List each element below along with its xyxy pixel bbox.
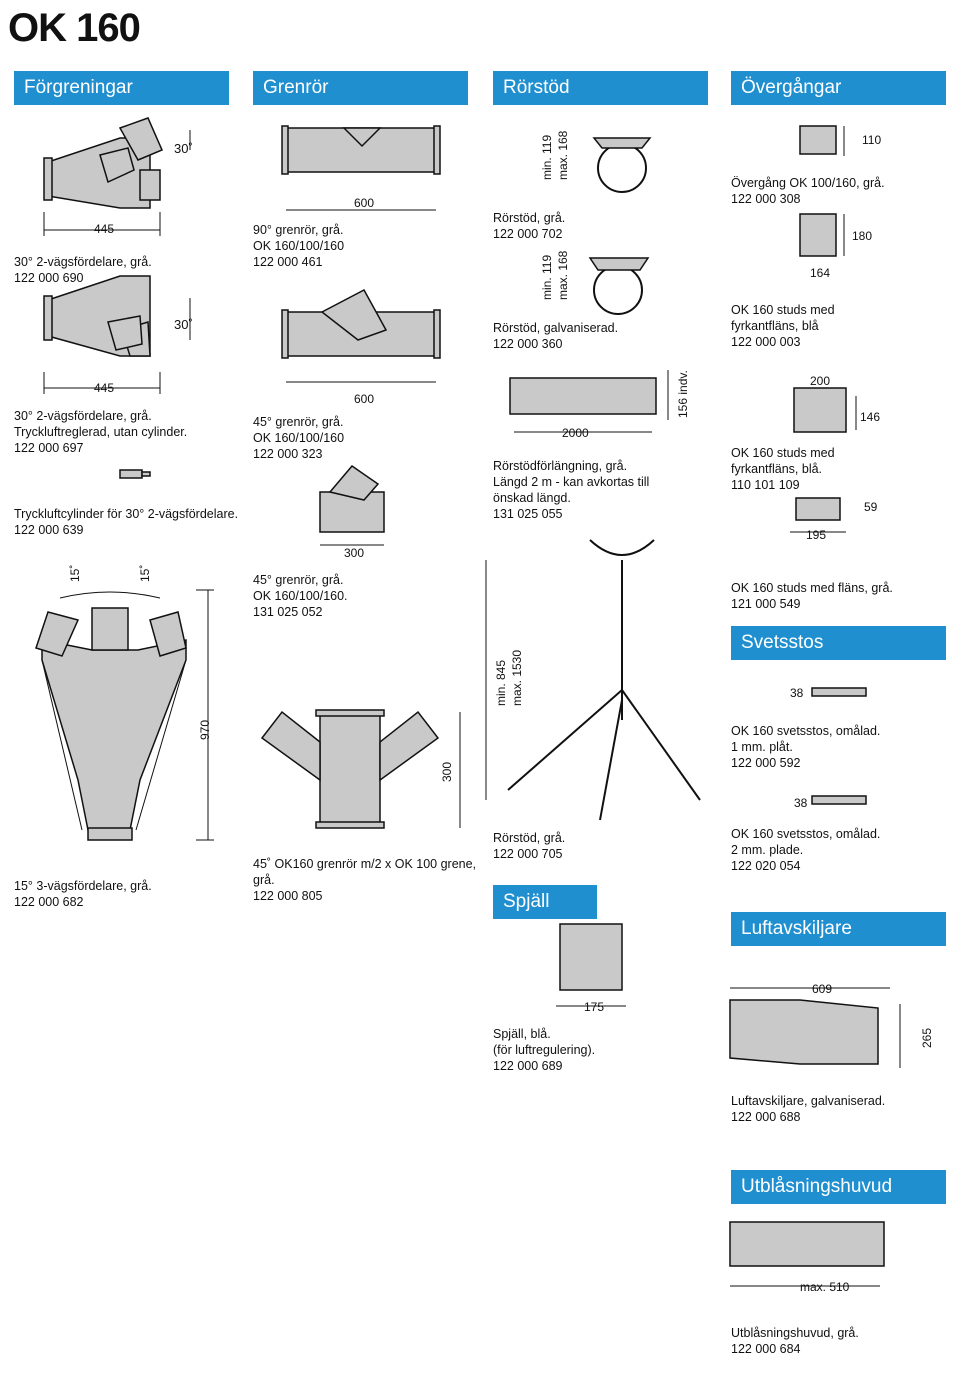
caption-weld-stub-2: OK 160 svetsstos, omålad. 2 mm. plade. 1… [731, 827, 881, 873]
dim-30-top: 30˚ [174, 141, 193, 156]
caption-tee-45: 45° grenrör, grå. OK 160/100/160 122 000… [253, 415, 345, 461]
caption-floor-stand: Rörstöd, grå. 122 000 705 [493, 831, 566, 861]
tee-45-drawing [281, 288, 441, 383]
header-utblasningshuvud: Utblåsningshuvud [731, 1170, 946, 1204]
dim-265: 265 [920, 1027, 934, 1048]
dim-max-168-a: max. 168 [556, 130, 570, 180]
reducer-drawing [799, 125, 845, 156]
caption-reducer: Övergång OK 100/160, grå. 122 000 308 [731, 176, 885, 206]
caption-double-tee: 45˚ OK160 grenrör m/2 x OK 100 grene, gr… [253, 857, 477, 903]
dim-max-1530: max. 1530 [510, 649, 524, 706]
weld-stub-drawing-1 [811, 687, 867, 697]
caption-tee-90: 90° grenrör, grå. OK 160/100/160 122 000… [253, 223, 345, 269]
dim-180: 180 [852, 229, 873, 243]
caption-weld-stub-1: OK 160 svetsstos, omålad. 1 mm. plåt. 12… [731, 724, 881, 770]
dim-15-right: 15˚ [138, 564, 152, 582]
caption-pipe-support-2: Rörstöd, galvaniserad. 122 000 360 [493, 321, 619, 351]
header-svetsstos: Svetsstos [731, 626, 946, 660]
header-forgreningar: Förgreningar [14, 71, 229, 105]
dim-max-168-b: max. 168 [556, 250, 570, 300]
support-extension-drawing [509, 370, 669, 433]
double-tee-drawing [260, 709, 461, 829]
distributor-30-pneumatic-drawing [43, 275, 191, 394]
flange-stub-drawing [790, 497, 846, 533]
header-rorstod: Rörstöd [493, 71, 708, 105]
dim-200: 200 [810, 374, 831, 388]
header-overgangar: Övergångar [731, 71, 946, 105]
dim-970: 970 [198, 719, 212, 740]
dim-min-845: min. 845 [494, 659, 508, 706]
dim-15-left: 15˚ [68, 564, 82, 582]
caption-distributor-30-pneumatic: 30° 2-vägsfördelare, grå. Tryckluftregle… [14, 409, 188, 455]
dim-59: 59 [864, 500, 878, 514]
dim-164: 164 [810, 266, 831, 280]
dim-30-bottom: 30˚ [174, 317, 193, 332]
distributor-30-drawing [43, 117, 191, 236]
dim-min-119-b: min. 119 [540, 254, 554, 300]
caption-air-cylinder: Tryckluftcylinder för 30° 2-vägsfördelar… [14, 507, 239, 537]
dim-175: 175 [584, 1000, 605, 1014]
header-spjall: Spjäll [493, 885, 597, 919]
dim-38-b: 38 [794, 796, 808, 810]
dim-600-b: 600 [354, 392, 375, 406]
dim-max-510: max. 510 [800, 1280, 850, 1294]
square-flange-stub-drawing-1 [799, 213, 845, 257]
dim-2000: 2000 [562, 426, 589, 440]
caption-pipe-support-1: Rörstöd, grå. 122 000 702 [493, 211, 566, 241]
weld-stub-drawing-2 [811, 795, 867, 805]
dim-146: 146 [860, 410, 881, 424]
caption-distributor-15: 15° 3-vägsfördelare, grå. 122 000 682 [14, 879, 152, 909]
dim-156-indv: 156 indv. [676, 370, 690, 418]
air-separator-drawing [729, 987, 901, 1068]
header-luftavskiljare: Luftavskiljare [731, 912, 946, 946]
caption-exhaust-head: Utblåsningshuvud, grå. 122 000 684 [731, 1326, 859, 1356]
caption-distributor-30: 30° 2-vägsfördelare, grå. 122 000 690 [14, 255, 152, 285]
dim-600-a: 600 [354, 196, 375, 210]
distributor-15-drawing [35, 589, 214, 841]
page-title: OK 160 [8, 6, 141, 50]
caption-square-flange-stub-1: OK 160 studs med fyrkantfläns, blå 122 0… [731, 303, 835, 349]
caption-support-extension: Rörstödförlängning, grå. Längd 2 m - kan… [493, 459, 650, 521]
dim-38-a: 38 [790, 686, 804, 700]
dim-300-b: 300 [440, 761, 454, 782]
tee-45-short-drawing [319, 464, 385, 546]
caption-square-flange-stub-2: OK 160 studs med fyrkantfläns, blå. 110 … [731, 446, 835, 492]
exhaust-head-drawing [729, 1221, 885, 1287]
air-cylinder-drawing [119, 469, 151, 479]
dim-609: 609 [812, 982, 833, 996]
pipe-support-drawing-2 [588, 257, 650, 315]
header-grenror: Grenrör [253, 71, 468, 105]
floor-stand-drawing [485, 539, 701, 821]
dim-min-119-a: min. 119 [540, 134, 554, 180]
caption-tee-45-short: 45° grenrör, grå. OK 160/100/160. 131 02… [253, 573, 348, 619]
pipe-support-drawing-1 [592, 137, 652, 193]
damper-drawing [556, 923, 626, 1007]
dim-110: 110 [862, 133, 882, 147]
caption-damper: Spjäll, blå. (för luftregulering). 122 0… [493, 1027, 596, 1073]
caption-flange-stub: OK 160 studs med fläns, grå. 121 000 549 [731, 581, 893, 611]
dim-300-a: 300 [344, 546, 365, 560]
caption-air-separator: Luftavskiljare, galvaniserad. 122 000 68… [731, 1094, 886, 1124]
square-flange-stub-drawing-2 [793, 387, 857, 433]
dim-445-bottom: 445 [94, 381, 115, 395]
dim-445-top: 445 [94, 222, 115, 236]
tee-90-drawing [281, 125, 441, 211]
dim-195: 195 [806, 528, 827, 542]
